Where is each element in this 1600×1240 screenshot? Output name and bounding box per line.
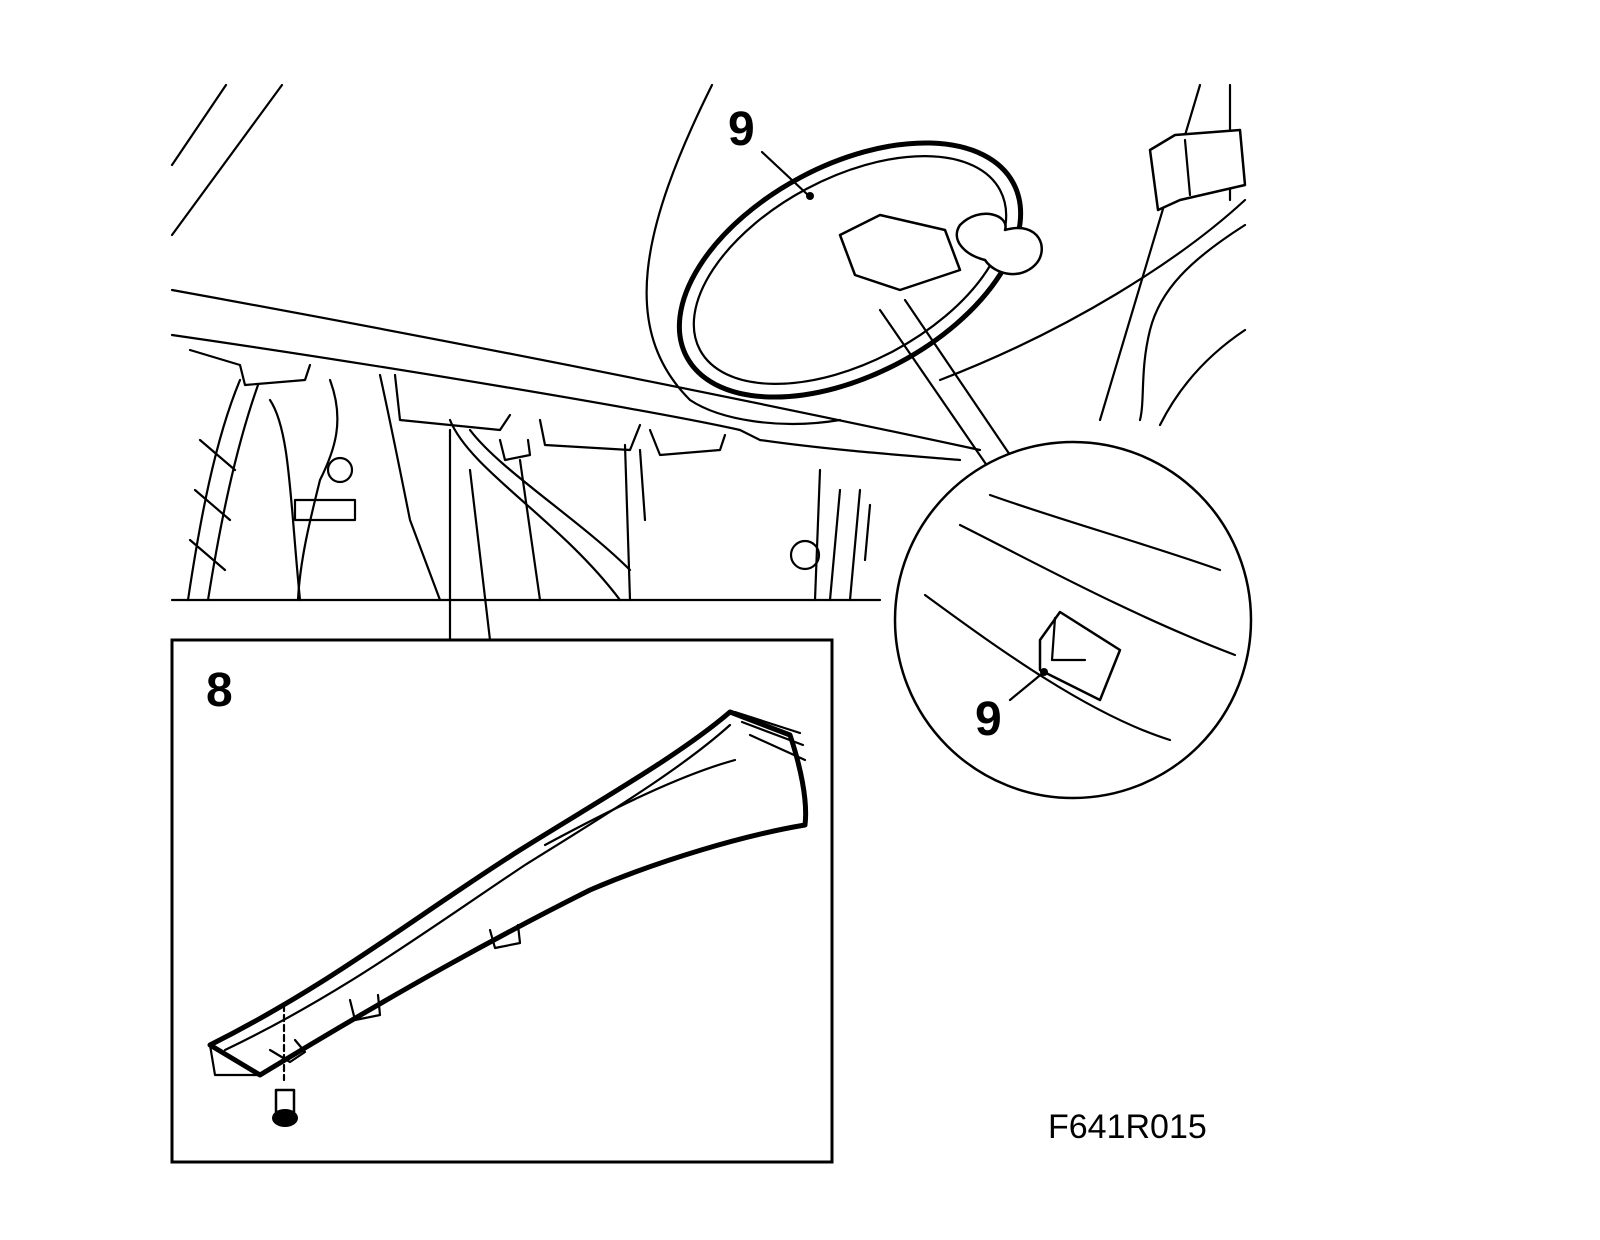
dashboard-lower-edge bbox=[170, 333, 962, 462]
detail-edge bbox=[958, 523, 1237, 657]
clip bbox=[498, 438, 532, 462]
callout-9-main: 9 bbox=[728, 103, 755, 156]
bracket bbox=[648, 428, 727, 457]
inset-leader-line bbox=[468, 468, 492, 642]
callout-9-detail: 9 bbox=[975, 693, 1002, 746]
duct-tab bbox=[268, 1038, 307, 1064]
vent-handle bbox=[955, 212, 1043, 276]
windshield-line bbox=[170, 83, 284, 237]
detail-clip bbox=[1038, 610, 1122, 702]
dashboard-edge bbox=[170, 288, 982, 452]
air-duct-8 bbox=[207, 709, 809, 1078]
inset-panel-8: 8 bbox=[170, 638, 834, 1164]
panel-edge bbox=[623, 443, 647, 602]
windshield-line bbox=[170, 83, 228, 167]
detail-edge bbox=[923, 593, 1172, 742]
panel-curve bbox=[938, 198, 1247, 382]
frame-rods bbox=[813, 468, 872, 602]
rod bbox=[518, 458, 542, 602]
detail-magnifier: 9 bbox=[893, 440, 1253, 800]
door-curve bbox=[1158, 328, 1247, 427]
inset-frame bbox=[170, 638, 834, 1164]
connector-detail bbox=[1183, 138, 1192, 197]
air-vent-duct-inner bbox=[692, 155, 1008, 385]
duct-flange bbox=[733, 710, 807, 762]
pedal-arm bbox=[206, 383, 260, 602]
bracket bbox=[538, 418, 642, 452]
rod bbox=[378, 373, 442, 602]
callout-9-leader bbox=[760, 150, 810, 197]
air-vent-duct-9 bbox=[676, 140, 1024, 400]
duct-end bbox=[208, 1043, 262, 1077]
vent-clip bbox=[838, 213, 962, 292]
cable bbox=[468, 428, 632, 572]
screw-head bbox=[272, 1109, 298, 1127]
door-curve bbox=[1138, 223, 1247, 422]
air-duct-edge bbox=[223, 723, 732, 1052]
callout-9-detail-leader bbox=[1008, 670, 1046, 702]
rod bbox=[296, 378, 339, 602]
bracket bbox=[393, 373, 512, 432]
screw-shank bbox=[274, 1088, 296, 1114]
dashboard-scene: 9 bbox=[170, 83, 1247, 642]
pivot bbox=[326, 456, 354, 484]
rod bbox=[268, 398, 302, 602]
cable bbox=[448, 418, 622, 602]
detail-clip-slot bbox=[1050, 616, 1087, 662]
panel-curve bbox=[645, 83, 842, 425]
pedal-hatching bbox=[188, 438, 237, 572]
duct-tab bbox=[488, 923, 522, 950]
detail-edge bbox=[988, 493, 1222, 572]
frame-knob bbox=[789, 539, 821, 571]
duct-highlight bbox=[543, 758, 737, 847]
callout-9-dot bbox=[806, 192, 814, 200]
duct-tab bbox=[348, 993, 382, 1022]
bracket bbox=[188, 348, 312, 387]
figure-id: F641R015 bbox=[1048, 1108, 1207, 1146]
linkage bbox=[293, 498, 357, 522]
detail-leader-line bbox=[878, 308, 992, 472]
callout-8: 8 bbox=[206, 664, 233, 717]
connector-block bbox=[1148, 128, 1247, 212]
pedal-arm bbox=[186, 378, 242, 602]
detail-leader-line bbox=[903, 298, 1012, 457]
